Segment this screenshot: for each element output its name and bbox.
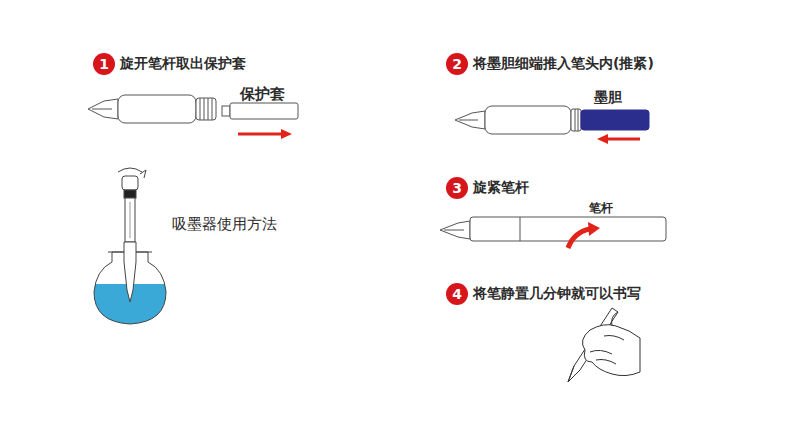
- step-circle: 3旋紧笔杆: [446, 177, 468, 199]
- step-heading: 将笔静置几分钟就可以书写: [473, 285, 641, 303]
- step-circle: 4将笔静置几分钟就可以书写: [446, 283, 468, 305]
- step-circle-fill: [446, 53, 468, 75]
- pen-cartridge: [455, 106, 649, 134]
- callout-number: 4: [446, 283, 468, 305]
- part-label: 墨胆: [594, 89, 622, 107]
- step-circle-fill: [446, 177, 468, 199]
- part-label: 保护套: [240, 85, 285, 104]
- step-heading: 旋开笔杆取出保护套: [120, 55, 246, 73]
- callout-number: 2: [446, 53, 468, 75]
- step-circle: 1旋开笔杆取出保护套: [93, 53, 115, 75]
- step-heading: 旋紧笔杆: [473, 179, 529, 197]
- pen-closed: [440, 217, 666, 241]
- protective-cap: [222, 103, 298, 119]
- direction-arrow: [238, 129, 640, 248]
- step-circle-fill: [93, 53, 115, 75]
- pen-open: [88, 95, 216, 123]
- step-circle-fill: [446, 283, 468, 305]
- writing-hand: [568, 308, 640, 382]
- callout-number: 1: [93, 53, 115, 75]
- part-label: 笔杆: [589, 200, 613, 217]
- callout-number: 3: [446, 177, 468, 199]
- ink-converter: [118, 168, 146, 302]
- step-heading: 将墨胆细端推入笔头内(推紧): [473, 55, 654, 73]
- section-title: 吸墨器使用方法: [172, 215, 277, 234]
- step-circle: 2将墨胆细端推入笔头内(推紧): [446, 53, 468, 75]
